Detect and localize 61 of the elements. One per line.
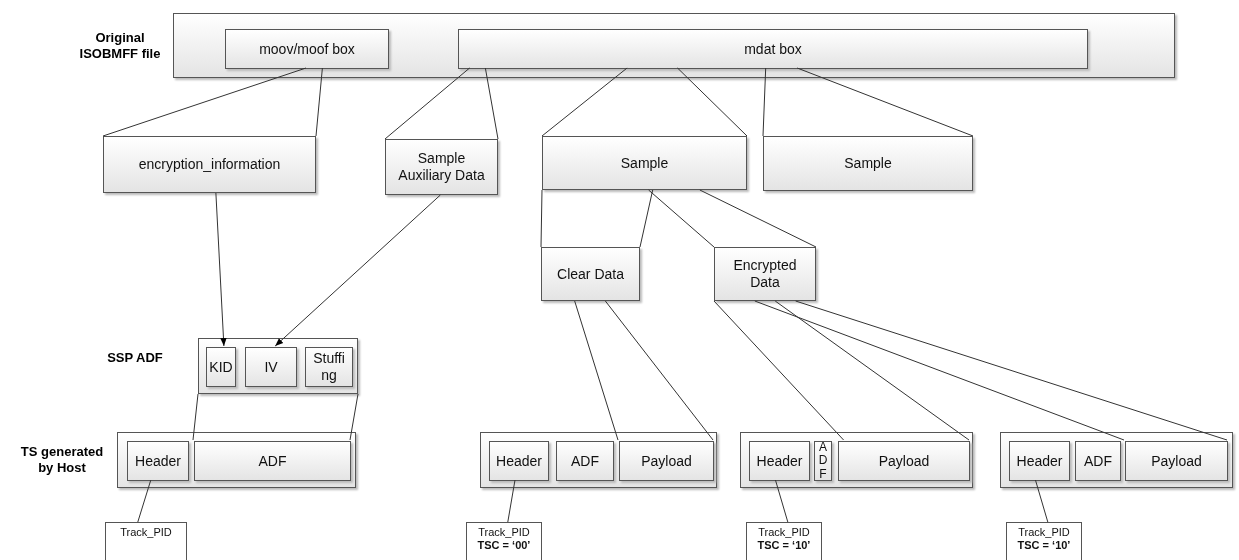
field-box: Payload (619, 441, 714, 481)
tsc-value: TSC = ‘10’ (1017, 539, 1071, 553)
field-box: Payload (838, 441, 970, 481)
ts-packet-box (740, 432, 973, 488)
field-box: ADF (194, 441, 351, 481)
connector-line (713, 300, 845, 441)
process-box: Sample Auxiliary Data (385, 139, 498, 195)
connector-line (774, 479, 789, 523)
field-box: Header (1009, 441, 1070, 481)
connector-line (137, 479, 152, 523)
process-box: Sample (542, 136, 747, 190)
field-box: ADF (814, 441, 832, 481)
field-box: Stuffing (305, 347, 353, 387)
process-box: encryption_information (103, 136, 316, 193)
connector-line (540, 189, 543, 248)
track-pid-label: Track_PID (1018, 526, 1070, 540)
box-segment: moov/moof box (225, 29, 389, 69)
connector-line (762, 67, 767, 137)
connector-line (648, 189, 715, 248)
process-box: Clear Data (541, 247, 640, 301)
ts-packet-box (1000, 432, 1233, 488)
connector-line (604, 300, 714, 441)
connector-line (1034, 479, 1049, 523)
field-box: IV (245, 347, 297, 387)
field-box: ADF (1075, 441, 1121, 481)
arrow (215, 192, 227, 347)
field-box: Payload (1125, 441, 1228, 481)
connector-line (774, 300, 970, 441)
connector-line (574, 300, 619, 441)
connector-line (639, 189, 654, 248)
track-label-box (466, 522, 542, 560)
field-box: Header (127, 441, 189, 481)
track-label-box (105, 522, 187, 560)
field-box: KID (206, 347, 236, 387)
field-box: ADF (556, 441, 614, 481)
track-pid-label: Track_PID (120, 526, 172, 540)
ts-packet-box (480, 432, 717, 488)
section-label: Original ISOBMFF file (78, 30, 162, 63)
connector-line (677, 67, 748, 137)
connector-line (349, 393, 359, 441)
connector-line (384, 67, 471, 140)
connector-line (754, 300, 1125, 441)
connector-line (484, 67, 499, 140)
section-label: SSP ADF (106, 350, 164, 367)
connector-line (507, 479, 516, 523)
field-box: Header (749, 441, 810, 481)
track-label-box (746, 522, 822, 560)
track-pid-label: Track_PID (478, 526, 530, 540)
tsc-value: TSC = ‘10’ (757, 539, 811, 553)
process-box: Sample (763, 136, 973, 191)
box-segment: mdat box (458, 29, 1088, 69)
connector-line (699, 189, 817, 248)
tsc-value: TSC = ‘00’ (477, 539, 531, 553)
track-pid-label: Track_PID (758, 526, 810, 540)
track-label-box (1006, 522, 1082, 560)
section-label: TS generated by Host (19, 444, 105, 477)
arrow (274, 194, 441, 347)
process-box: Encrypted Data (714, 247, 816, 301)
connector-line (315, 67, 323, 137)
field-box: Header (489, 441, 549, 481)
connector-line (541, 67, 628, 137)
